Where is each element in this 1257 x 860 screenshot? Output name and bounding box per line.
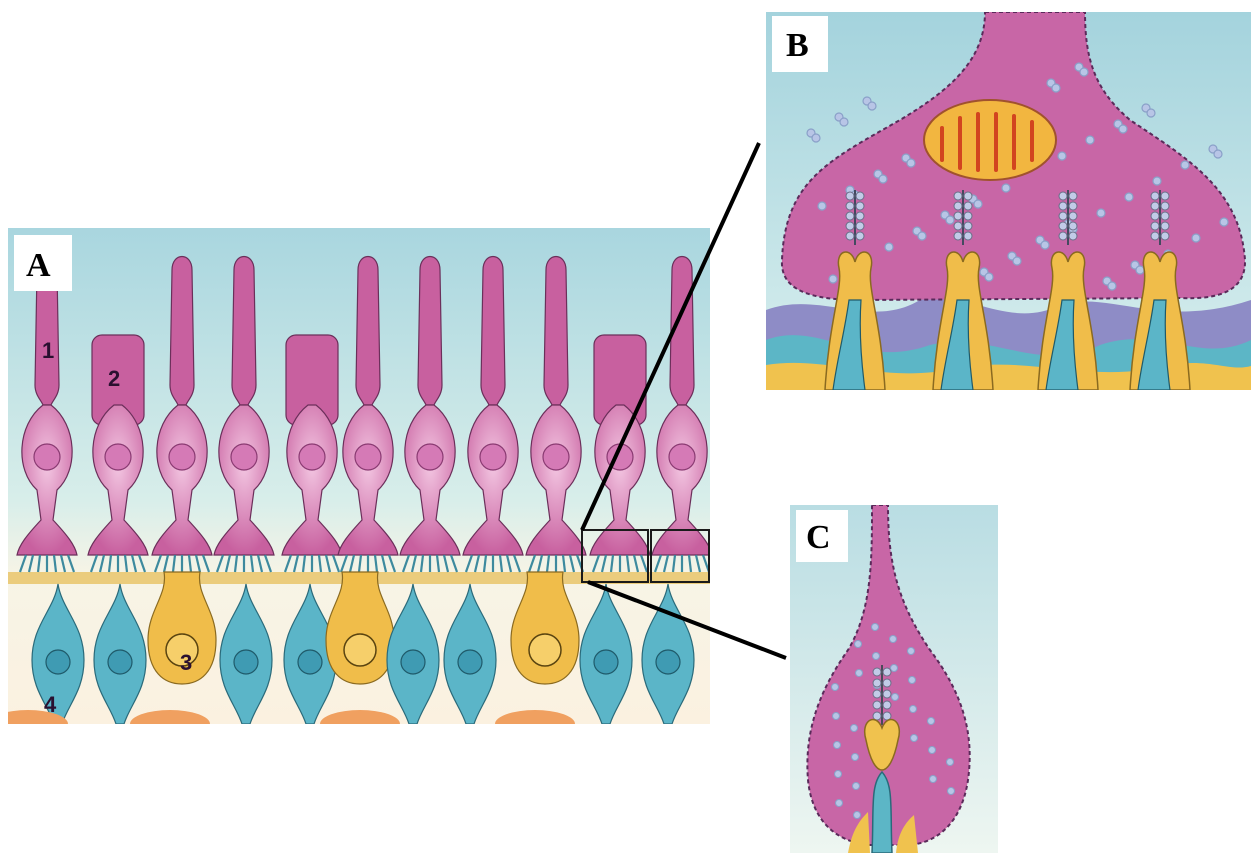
cone-label: 2	[108, 366, 120, 391]
synaptic-ribbon-c	[873, 665, 891, 725]
horizontal-cell-label: 3	[180, 650, 192, 675]
cone-cell	[282, 335, 342, 572]
rod-label: 1	[42, 338, 54, 363]
panel-b	[766, 12, 1251, 390]
cone-cell	[590, 335, 650, 572]
panel-a-label: A	[26, 247, 51, 284]
mitochondrion	[924, 100, 1056, 180]
bipolar-cell-label: 4	[44, 692, 57, 717]
panel-c-label: C	[806, 519, 831, 556]
panel-b-label: B	[786, 27, 809, 64]
